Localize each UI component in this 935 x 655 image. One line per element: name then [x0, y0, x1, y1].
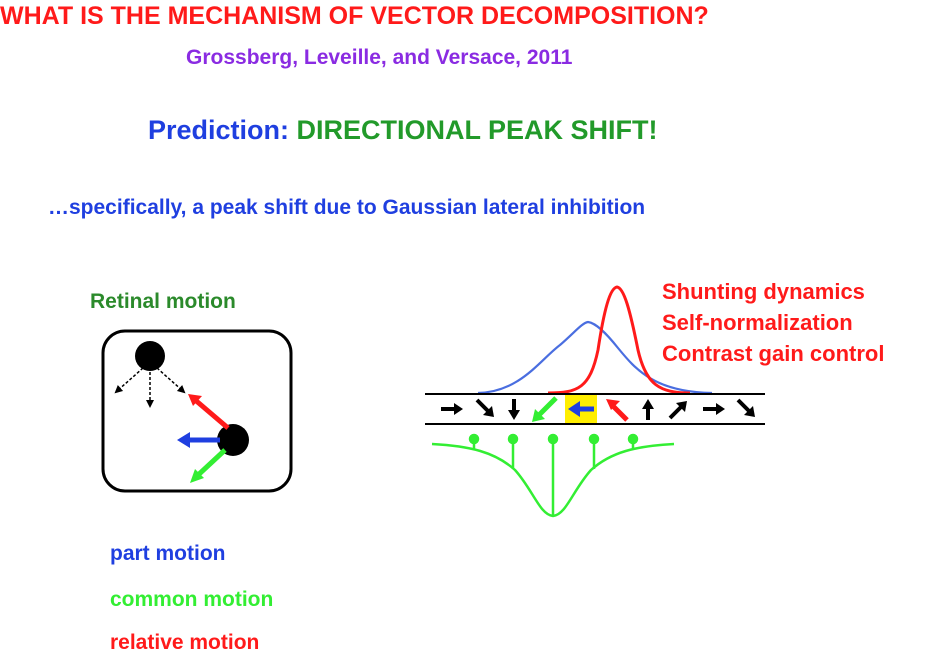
legend-common-motion: common motion — [110, 588, 274, 611]
property-shunting-dynamics: Shunting dynamics — [662, 279, 865, 304]
specifically-text: …specifically, a peak shift due to Gauss… — [48, 196, 646, 219]
prediction-line: Prediction: DIRECTIONAL PEAK SHIFT! — [148, 117, 658, 144]
property-contrast-gain-control: Contrast gain control — [662, 341, 885, 366]
part-arrowhead — [177, 432, 190, 448]
retinal-motion-box — [101, 329, 293, 493]
common-arrowhead — [190, 469, 204, 483]
arrow-down-icon — [508, 399, 520, 420]
prediction-value: DIRECTIONAL PEAK SHIFT! — [296, 115, 658, 145]
arrow-up-icon — [642, 399, 654, 420]
arrow-left-blue-icon — [568, 401, 594, 417]
arrow-down-right-icon-2 — [736, 398, 755, 417]
dot-start — [135, 341, 165, 371]
retinal-box-frame — [101, 329, 293, 493]
red-gaussian-curve — [547, 285, 691, 395]
inhibition-connections — [468, 433, 639, 516]
arrow-down-right-icon — [475, 398, 494, 417]
blue-gaussian-curve — [477, 320, 713, 395]
legend-part-motion: part motion — [110, 542, 226, 565]
prediction-label: Prediction: — [148, 115, 290, 145]
dot-end — [217, 424, 249, 456]
common-motion-arrow — [195, 448, 227, 478]
relative-arrowhead — [188, 394, 202, 406]
authors-citation: Grossberg, Leveille, and Versace, 2011 — [186, 46, 573, 69]
dashed-path-arrows — [114, 367, 186, 408]
arrow-up-left-red-icon — [606, 399, 629, 422]
relative-motion-arrow — [192, 397, 230, 430]
legend-relative-motion: relative motion — [110, 631, 260, 654]
arrow-up-right-icon — [668, 401, 687, 420]
arrow-right-icon-2 — [703, 403, 725, 415]
properties-list: Shunting dynamics Self-normalization Con… — [662, 276, 884, 369]
direction-cells — [441, 396, 755, 422]
retinal-motion-label: Retinal motion — [90, 290, 236, 313]
slide-title: WHAT IS THE MECHANISM OF VECTOR DECOMPOS… — [0, 2, 709, 30]
vector-arrows — [177, 394, 230, 483]
property-self-normalization: Self-normalization — [662, 310, 853, 335]
arrow-down-left-green-icon — [532, 396, 558, 422]
arrow-right-icon — [441, 403, 463, 415]
